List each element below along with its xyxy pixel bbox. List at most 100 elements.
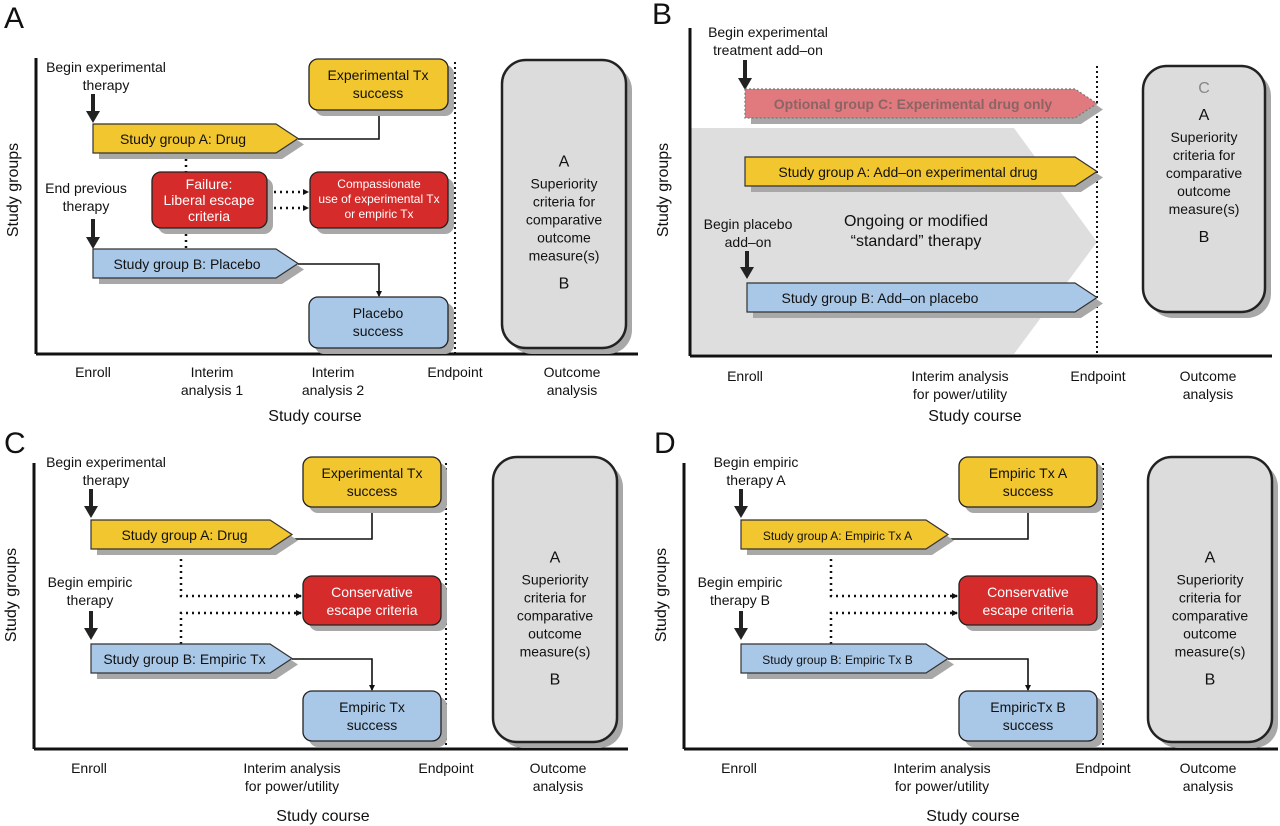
study-group-a-bar[interactable] xyxy=(744,156,1099,187)
dotted-arrow-b-escape xyxy=(829,610,958,644)
escape-box[interactable] xyxy=(309,171,449,229)
end-therapy-note-line: End previous xyxy=(45,180,127,196)
x-tick-label-line: for power/utility xyxy=(913,386,1007,402)
outcome-criteria-text-line: criteria for xyxy=(1173,147,1236,163)
begin-arrow-a xyxy=(734,489,748,518)
connector-b-success xyxy=(298,263,382,297)
study-group-b-bar[interactable] xyxy=(92,248,300,279)
begin-arrow-b xyxy=(740,251,754,279)
study-group-a-bar[interactable] xyxy=(740,519,950,550)
x-tick-label: Enroll xyxy=(727,368,763,384)
study-group-a-bar[interactable] xyxy=(92,123,300,154)
failure-box[interactable] xyxy=(151,171,268,229)
outcome-criteria-text-line: criteria for xyxy=(533,194,596,210)
success-a-text-line: success xyxy=(1003,483,1054,499)
outcome-criteria-text-line: outcome xyxy=(1177,183,1231,199)
escape-box[interactable] xyxy=(958,575,1098,626)
outcome-label-b: B xyxy=(559,276,570,293)
outcome-box-shape[interactable] xyxy=(1141,64,1267,314)
success-a-text-line: Experimental Tx xyxy=(322,465,423,481)
outcome-criteria-text-line: Superiority xyxy=(1171,129,1238,145)
begin-therapy-b-note-line: Begin empiric xyxy=(698,574,783,590)
y-axis-label: Study groups xyxy=(653,548,670,642)
begin-therapy-a-note-line: therapy A xyxy=(726,472,786,488)
connector-a-success xyxy=(292,506,375,540)
outcome-criteria-text-line: measure(s) xyxy=(1175,643,1246,659)
begin-arrow-a xyxy=(86,94,100,123)
escape-text-line: or empiric Tx xyxy=(344,207,413,221)
outcome-criteria-text-line: measure(s) xyxy=(520,643,591,659)
begin-arrow-a-head xyxy=(734,506,748,518)
escape-text-line: Compassionate xyxy=(337,177,421,191)
placebo-success-box[interactable] xyxy=(308,296,449,349)
outcome-criteria-text-line: outcome xyxy=(1183,625,1237,641)
x-tick-label-line: analysis 1 xyxy=(181,382,243,398)
begin-arrow-b xyxy=(84,611,98,640)
optional-group-c-bar[interactable] xyxy=(744,88,1099,119)
x-tick-label-line: analysis xyxy=(1183,778,1234,794)
success-b-text-line: Empiric Tx xyxy=(339,699,405,715)
escape-text-line: Conservative xyxy=(331,584,413,600)
begin-arrow-b-head xyxy=(740,267,754,279)
begin-arrow-b xyxy=(86,219,100,249)
begin-arrow-b-head xyxy=(734,628,748,640)
outcome-criteria-text-line: comparative xyxy=(526,212,602,228)
success-a-box[interactable] xyxy=(958,456,1098,508)
study-group-b-bar[interactable] xyxy=(740,643,950,674)
study-group-b-bar[interactable] xyxy=(746,282,1099,313)
begin-arrow-b-head xyxy=(84,628,98,640)
failure-text-line: criteria xyxy=(188,208,230,224)
x-tick-label-line: analysis xyxy=(1183,386,1234,402)
placebo-success-text-line: success xyxy=(353,323,404,339)
outcome-criteria-text-line: outcome xyxy=(537,230,591,246)
study-group-a-bar[interactable] xyxy=(90,519,294,550)
outcome-label-c: C xyxy=(1198,80,1210,97)
panel-letter: D xyxy=(654,427,676,460)
success-a-box[interactable] xyxy=(302,456,442,508)
x-tick-label: Enroll xyxy=(75,364,111,380)
study-group-a-label: Study group A: Add–on experimental drug xyxy=(778,164,1037,180)
x-tick-label: Enroll xyxy=(71,760,107,776)
success-b-box[interactable] xyxy=(302,690,442,742)
x-tick-label: Endpoint xyxy=(1075,760,1130,776)
end-therapy-note-line: therapy xyxy=(63,198,110,214)
outcome-box-shape[interactable] xyxy=(491,455,619,744)
begin-therapy-a-note-line: Begin experimental xyxy=(46,454,166,470)
outcome-label-a: A xyxy=(550,549,561,566)
experimental-success-box[interactable] xyxy=(308,58,449,111)
outcome-label-b: B xyxy=(1199,229,1210,246)
begin-therapy-note-line: Begin experimental xyxy=(46,59,166,75)
study-group-b-label: Study group B: Empiric Tx B xyxy=(762,653,913,667)
study-group-b-label: Study group B: Add–on placebo xyxy=(782,290,979,306)
escape-box[interactable] xyxy=(302,575,442,626)
begin-experimental-note-line: treatment add–on xyxy=(713,42,823,58)
study-group-b-bar[interactable] xyxy=(90,643,294,674)
outcome-box-shape[interactable] xyxy=(1146,455,1274,744)
outcome-criteria-text-line: comparative xyxy=(517,607,593,623)
x-tick-label-line: for power/utility xyxy=(895,778,989,794)
outcome-criteria-text-line: comparative xyxy=(1166,165,1242,181)
success-b-box[interactable] xyxy=(958,690,1098,742)
dotted-arrow-a-escape xyxy=(829,553,958,599)
outcome-box-shape[interactable] xyxy=(500,58,628,350)
panel-letter: C xyxy=(4,427,26,460)
x-tick-label-line: for power/utility xyxy=(245,778,339,794)
y-axis-label: Study groups xyxy=(655,143,672,237)
x-tick-label-line: Outcome xyxy=(1180,760,1237,776)
connector-a-success xyxy=(948,506,1031,540)
